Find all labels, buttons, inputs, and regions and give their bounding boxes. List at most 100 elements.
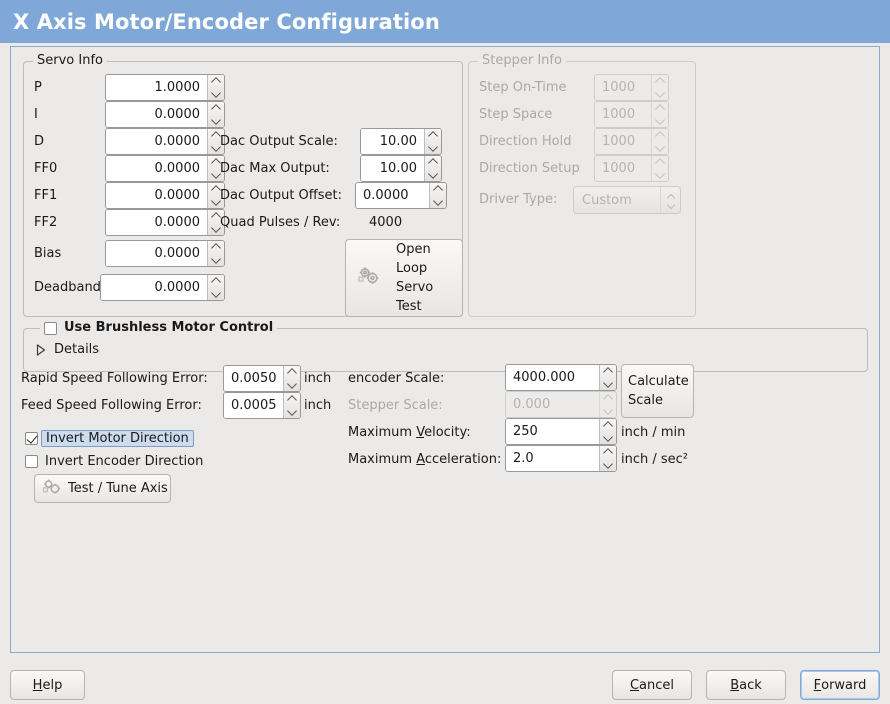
deadband-spin-up[interactable]: [208, 275, 224, 288]
dac-output-offset-value[interactable]: 0.0000: [356, 183, 429, 208]
max-velocity-unit-label: inch / min: [621, 425, 686, 440]
use-brushless-motor-control-checkbox[interactable]: [44, 321, 57, 335]
maximum-acceleration-value[interactable]: 2.0: [506, 446, 599, 471]
ff0-spin-buttons[interactable]: [207, 156, 224, 181]
open-loop-servo-test-button[interactable]: Open Loop Servo Test: [345, 239, 463, 317]
direction-setup-spin-buttons: [651, 156, 668, 181]
rapid-speed-following-error-spin[interactable]: 0.0050: [223, 365, 301, 392]
dac-max-output-spin[interactable]: 10.00: [360, 155, 442, 182]
p-spin-down[interactable]: [208, 88, 224, 101]
dac-output-scale-value[interactable]: 10.00: [361, 129, 424, 154]
p-spin[interactable]: 1.0000: [105, 74, 225, 101]
calculate-scale-button[interactable]: Calculate Scale: [621, 364, 694, 418]
ff2-spin[interactable]: 0.0000: [105, 209, 225, 236]
encoder-scale-down[interactable]: [600, 378, 616, 391]
rapid-spin-buttons[interactable]: [283, 366, 300, 391]
i-spin-buttons[interactable]: [207, 102, 224, 127]
help-post: elp: [42, 677, 63, 693]
encoder-scale-value[interactable]: 4000.000: [506, 365, 599, 390]
calculate-scale-line-1: Calculate: [628, 374, 689, 389]
deadband-spin-buttons[interactable]: [207, 275, 224, 300]
i-spin-down[interactable]: [208, 115, 224, 128]
bias-spin-up[interactable]: [208, 241, 224, 254]
maximum-acceleration-up[interactable]: [600, 446, 616, 459]
test-tune-axis-button[interactable]: Test / Tune Axis: [34, 474, 171, 503]
feed-spin-down[interactable]: [284, 406, 300, 419]
deadband-value[interactable]: 0.0000: [101, 275, 207, 300]
ff2-spin-buttons[interactable]: [207, 210, 224, 235]
dac-max-output-up[interactable]: [425, 156, 441, 169]
dac-max-output-down[interactable]: [425, 169, 441, 182]
ff1-spin-buttons[interactable]: [207, 183, 224, 208]
label-ff1: FF1: [34, 188, 58, 203]
ff0-value[interactable]: 0.0000: [106, 156, 207, 181]
dac-output-offset-down[interactable]: [430, 196, 446, 209]
dac-output-offset-spin[interactable]: 0.0000: [355, 182, 447, 209]
ff1-value[interactable]: 0.0000: [106, 183, 207, 208]
i-value[interactable]: 0.0000: [106, 102, 207, 127]
d-spin-buttons[interactable]: [207, 129, 224, 154]
p-spin-buttons[interactable]: [207, 75, 224, 100]
stepper-scale-up: [600, 392, 616, 405]
i-spin-up[interactable]: [208, 102, 224, 115]
encoder-scale-spin[interactable]: 4000.000: [505, 364, 617, 391]
invert-motor-direction-row[interactable]: Invert Motor Direction: [25, 430, 194, 447]
bias-spin-down[interactable]: [208, 254, 224, 267]
d-value[interactable]: 0.0000: [106, 129, 207, 154]
invert-encoder-direction-row[interactable]: Invert Encoder Direction: [25, 454, 203, 469]
encoder-scale-up[interactable]: [600, 365, 616, 378]
bias-spin-buttons[interactable]: [207, 241, 224, 266]
p-spin-up[interactable]: [208, 75, 224, 88]
feed-speed-following-error-spin[interactable]: 0.0005: [223, 392, 301, 419]
ff2-value[interactable]: 0.0000: [106, 210, 207, 235]
maximum-velocity-down[interactable]: [600, 432, 616, 445]
label-direction-setup: Direction Setup: [479, 161, 580, 176]
label-bias: Bias: [34, 246, 62, 261]
maximum-acceleration-spin-buttons[interactable]: [599, 446, 616, 471]
dac-output-scale-spin[interactable]: 10.00: [360, 128, 442, 155]
dac-output-scale-spin-buttons[interactable]: [424, 129, 441, 154]
direction-hold-spin-buttons: [651, 129, 668, 154]
bias-value[interactable]: 0.0000: [106, 241, 207, 266]
dac-max-output-spin-buttons[interactable]: [424, 156, 441, 181]
i-spin[interactable]: 0.0000: [105, 101, 225, 128]
feed-speed-following-error-value[interactable]: 0.0005: [224, 393, 283, 418]
servo-info-group: Servo Info P I D FF0 FF1 FF2 Bias Deadba…: [23, 53, 463, 317]
feed-spin-up[interactable]: [284, 393, 300, 406]
step-space-spin-buttons: [651, 102, 668, 127]
deadband-spin[interactable]: 0.0000: [100, 274, 225, 301]
p-value[interactable]: 1.0000: [106, 75, 207, 100]
dac-output-offset-spin-buttons[interactable]: [429, 183, 446, 208]
maximum-acceleration-spin[interactable]: 2.0: [505, 445, 617, 472]
ff1-spin[interactable]: 0.0000: [105, 182, 225, 209]
ff0-spin[interactable]: 0.0000: [105, 155, 225, 182]
maximum-velocity-spin-buttons[interactable]: [599, 419, 616, 444]
maximum-velocity-spin[interactable]: 250: [505, 418, 617, 445]
deadband-spin-down[interactable]: [208, 288, 224, 301]
bias-spin[interactable]: 0.0000: [105, 240, 225, 267]
maximum-velocity-value[interactable]: 250: [506, 419, 599, 444]
rapid-speed-following-error-value[interactable]: 0.0050: [224, 366, 283, 391]
d-spin[interactable]: 0.0000: [105, 128, 225, 155]
label-ff2: FF2: [34, 215, 58, 230]
step-space-spin: 1000: [594, 101, 669, 128]
invert-motor-direction-checkbox[interactable]: [25, 432, 38, 445]
feed-spin-buttons[interactable]: [283, 393, 300, 418]
dac-max-output-value[interactable]: 10.00: [361, 156, 424, 181]
dac-output-scale-up[interactable]: [425, 129, 441, 142]
rapid-spin-up[interactable]: [284, 366, 300, 379]
rapid-spin-down[interactable]: [284, 379, 300, 392]
details-expander[interactable]: Details: [36, 342, 99, 357]
label-p: P: [34, 80, 42, 95]
encoder-scale-spin-buttons[interactable]: [599, 365, 616, 390]
dac-output-scale-down[interactable]: [425, 142, 441, 155]
maximum-velocity-up[interactable]: [600, 419, 616, 432]
dac-output-offset-up[interactable]: [430, 183, 446, 196]
label-feed-speed-following-error: Feed Speed Following Error:: [21, 398, 202, 413]
maximum-acceleration-down[interactable]: [600, 459, 616, 472]
invert-encoder-direction-checkbox[interactable]: [25, 455, 38, 468]
